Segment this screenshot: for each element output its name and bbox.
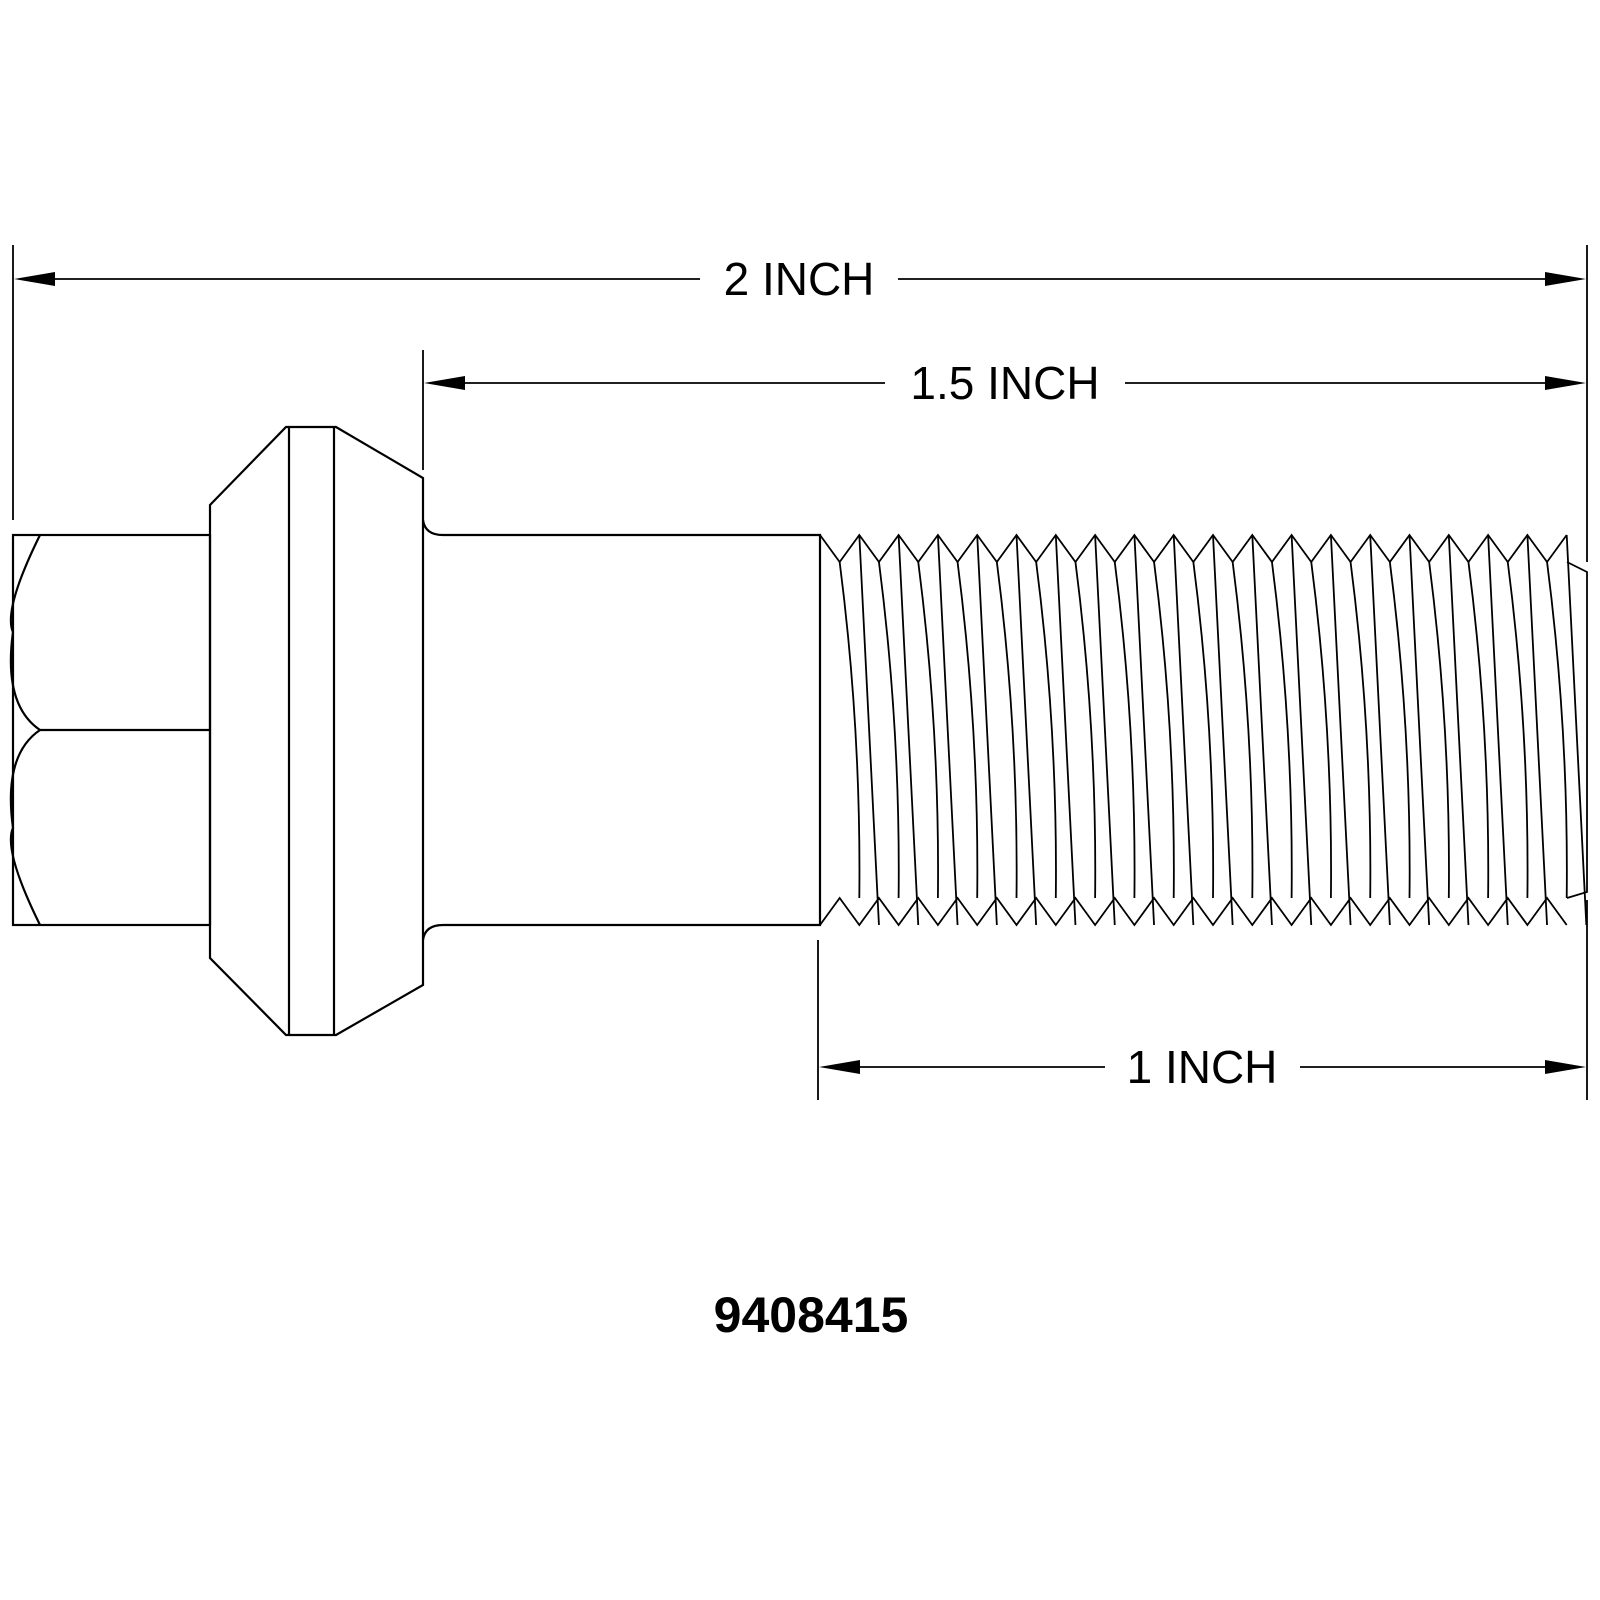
thread-helix-line	[1388, 561, 1411, 899]
thread-helix-line	[1035, 561, 1057, 899]
thread-crest-line	[858, 534, 880, 926]
thread-crest-line	[1054, 534, 1077, 926]
dimension-thread-length: 1 INCH	[817, 900, 1588, 1100]
thread-crest-line	[1172, 534, 1195, 926]
flange-collar	[208, 425, 425, 1037]
thread-helix-line	[995, 561, 1018, 899]
thread-helix-line	[1113, 561, 1136, 899]
thread-crest-line	[1015, 534, 1038, 926]
thread-helix-line	[1506, 561, 1529, 899]
dimension-length-under-head: 1.5 INCH	[422, 350, 1586, 470]
hex-head-chamfer-curve	[9, 534, 42, 926]
thread-helix-line	[1428, 561, 1450, 899]
part-number: 9408415	[714, 1287, 909, 1343]
thread-helix-line	[838, 561, 861, 899]
arrowhead-right	[1545, 272, 1586, 286]
thread-helix-line	[1546, 561, 1568, 899]
thread-helix-line	[917, 561, 939, 899]
arrowhead-left	[424, 376, 465, 390]
flange-outline	[208, 425, 425, 1037]
threaded-section	[819, 533, 1588, 927]
arrowhead-right	[1545, 376, 1586, 390]
thread-length-label: 1 INCH	[1127, 1041, 1278, 1093]
thread-profile-top	[819, 533, 1568, 564]
thread-helix-line	[1467, 561, 1490, 899]
thread-crest-line	[1251, 534, 1273, 926]
length-under-head-label: 1.5 INCH	[910, 357, 1099, 409]
thread-helix-line	[1231, 561, 1254, 899]
thread-helix-line	[1271, 561, 1293, 899]
thread-crest-line	[976, 534, 998, 926]
hex-head	[9, 533, 212, 927]
thread-helix-line	[1153, 561, 1175, 899]
thread-helix-line	[956, 561, 979, 899]
thread-helix-line	[1310, 561, 1332, 899]
thread-crest-line	[1212, 534, 1234, 926]
thread-crest-line	[897, 534, 920, 926]
shank	[421, 519, 822, 941]
thread-profile-bottom	[819, 896, 1568, 927]
thread-helix-line	[1192, 561, 1215, 899]
thread-crest-line	[1487, 534, 1509, 926]
thread-crest-line	[1133, 534, 1155, 926]
arrowhead-right	[1545, 1060, 1586, 1074]
dimension-overall-length: 2 INCH	[12, 245, 1588, 562]
thread-crest-line	[1565, 534, 1588, 926]
thread-crest-line	[1330, 534, 1352, 926]
thread-helix-line	[878, 561, 900, 899]
thread-crest-line	[1290, 534, 1313, 926]
thread-crest-line	[1408, 534, 1431, 926]
thread-helix-line	[1074, 561, 1097, 899]
overall-length-label: 2 INCH	[724, 253, 875, 305]
shank-outline	[421, 519, 822, 941]
thread-crest-line	[937, 534, 959, 926]
arrowhead-left	[819, 1060, 860, 1074]
thread-crest-line	[1526, 534, 1548, 926]
thread-end-chamfer	[1566, 561, 1588, 899]
thread-crest-line	[1094, 534, 1116, 926]
thread-helix-line	[1349, 561, 1372, 899]
thread-crest-line	[1447, 534, 1470, 926]
arrowhead-left	[14, 272, 55, 286]
thread-crest-line	[1369, 534, 1391, 926]
